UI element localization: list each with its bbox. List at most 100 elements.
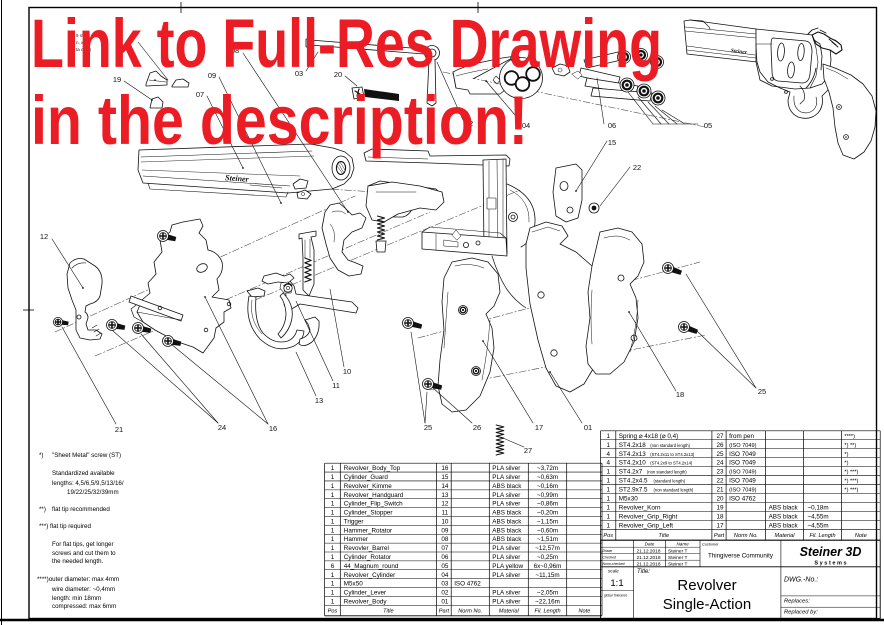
svg-text:**): **) xyxy=(39,506,46,513)
svg-text:1: 1 xyxy=(606,523,610,530)
svg-text:Part: Part xyxy=(439,609,450,615)
svg-text:Steiner T: Steiner T xyxy=(668,548,687,554)
svg-text:ISO 7049: ISO 7049 xyxy=(729,451,756,458)
svg-text:M5x50: M5x50 xyxy=(344,581,363,588)
svg-text:Cylinder_Lever: Cylinder_Lever xyxy=(344,590,386,597)
svg-text:PLA silver: PLA silver xyxy=(492,545,520,552)
svg-text:n, x, 0: n, x, 0 xyxy=(76,40,89,45)
svg-text:PLA silver: PLA silver xyxy=(492,501,520,508)
svg-text:1: 1 xyxy=(331,492,335,499)
svg-text:length: min 18mm: length: min 18mm xyxy=(52,595,101,602)
svg-text:~0,18m: ~0,18m xyxy=(808,505,829,512)
svg-text:1: 1 xyxy=(331,581,335,588)
svg-text:ABS black: ABS black xyxy=(492,510,522,517)
svg-text:25: 25 xyxy=(716,451,724,458)
svg-text:19: 19 xyxy=(716,505,724,512)
svg-text:17: 17 xyxy=(535,423,543,432)
svg-text:25: 25 xyxy=(758,387,766,396)
svg-text:Fil. Length: Fil. Length xyxy=(534,609,560,615)
svg-text:PLA yellow: PLA yellow xyxy=(492,563,523,570)
svg-text:1: 1 xyxy=(331,474,335,481)
svg-text:1: 1 xyxy=(606,442,610,449)
svg-text:~0,86m: ~0,86m xyxy=(537,501,558,508)
svg-text:Title: Title xyxy=(383,609,394,615)
svg-text:ISO 4762: ISO 4762 xyxy=(729,496,756,503)
svg-text:ABS black: ABS black xyxy=(769,523,799,530)
svg-text:Note: Note xyxy=(855,533,867,539)
svg-text:13: 13 xyxy=(315,396,323,405)
svg-text:(standard length): (standard length) xyxy=(654,479,686,484)
svg-text:Standardized available: Standardized available xyxy=(52,470,115,477)
svg-text:DWG.-No.:: DWG.-No.: xyxy=(784,577,818,584)
svg-text:Replaced by:: Replaced by: xyxy=(784,610,818,616)
svg-text:07: 07 xyxy=(196,90,204,99)
svg-text:03: 03 xyxy=(441,581,449,588)
svg-text:(ST4.2x9 to ST4.2x14): (ST4.2x9 to ST4.2x14) xyxy=(650,461,693,466)
svg-text:18: 18 xyxy=(716,514,724,521)
svg-text:1: 1 xyxy=(331,590,335,597)
svg-text:(non standard length): (non standard length) xyxy=(654,488,694,493)
svg-text:***) flat tip required: ***) flat tip required xyxy=(39,523,91,530)
svg-text:1: 1 xyxy=(331,483,335,490)
svg-text:1: 1 xyxy=(331,572,335,579)
svg-text:wire diameter: ~0,4mm: wire diameter: ~0,4mm xyxy=(51,586,115,593)
svg-text:~0,25m: ~0,25m xyxy=(537,554,558,561)
svg-text:02: 02 xyxy=(465,119,473,128)
svg-text:~0,16m: ~0,16m xyxy=(537,483,558,490)
svg-text:01: 01 xyxy=(584,423,592,432)
svg-text:18: 18 xyxy=(676,390,684,399)
svg-text:~3,72m: ~3,72m xyxy=(537,465,558,472)
svg-text:*): *) xyxy=(39,452,43,459)
svg-text:Single-Action: Single-Action xyxy=(663,596,751,613)
svg-text:Norm No.: Norm No. xyxy=(734,533,758,539)
svg-text:(ST4.2x11 to ST4.2x13): (ST4.2x11 to ST4.2x13) xyxy=(650,452,695,457)
svg-text:ST4.2x18: ST4.2x18 xyxy=(619,442,646,449)
svg-text:20: 20 xyxy=(716,496,724,503)
svg-text:~1,15m: ~1,15m xyxy=(537,519,558,526)
svg-text:****)outer diameter: max 4mm: ****)outer diameter: max 4mm xyxy=(37,576,119,583)
svg-text:lengths: 4,5/6,5/9,5/13/16/: lengths: 4,5/6,5/9,5/13/16/ xyxy=(52,480,124,487)
svg-text:Norm-checked: Norm-checked xyxy=(603,562,625,566)
svg-text:Part: Part xyxy=(714,533,725,539)
svg-text:11: 11 xyxy=(332,381,340,390)
svg-text:1: 1 xyxy=(606,514,610,521)
svg-text:ABS black: ABS black xyxy=(769,505,799,512)
svg-text:ABS black: ABS black xyxy=(769,514,799,521)
svg-text:~0,20m: ~0,20m xyxy=(537,510,558,517)
svg-text:1: 1 xyxy=(331,554,335,561)
svg-text:ST2.9x7.5: ST2.9x7.5 xyxy=(619,487,648,494)
svg-text:Revolver_Kimme: Revolver_Kimme xyxy=(344,483,392,490)
svg-text:05: 05 xyxy=(441,563,449,570)
svg-text:03: 03 xyxy=(295,69,303,78)
svg-text:21.12.2018: 21.12.2018 xyxy=(637,561,661,567)
svg-text:1: 1 xyxy=(606,433,610,440)
svg-text:16: 16 xyxy=(269,424,277,433)
svg-text:02: 02 xyxy=(441,590,449,597)
svg-text:9 sf 9): 9 sf 9) xyxy=(76,33,89,38)
svg-text:1: 1 xyxy=(606,469,610,476)
svg-text:For flat tips, get longer: For flat tips, get longer xyxy=(52,541,114,548)
svg-text:1: 1 xyxy=(331,598,335,605)
svg-text:Steiner 3D: Steiner 3D xyxy=(800,545,862,559)
svg-text:Pos: Pos xyxy=(603,533,613,539)
svg-text:09: 09 xyxy=(208,71,216,80)
svg-text:Customer: Customer xyxy=(702,542,719,546)
svg-text:6x~0,96m: 6x~0,96m xyxy=(534,563,562,570)
svg-text:Drawn: Drawn xyxy=(603,549,613,553)
svg-text:*) **): *) **) xyxy=(844,443,856,449)
svg-text:Revolver_Body: Revolver_Body xyxy=(344,598,388,605)
svg-text:12: 12 xyxy=(40,232,48,241)
svg-text:13: 13 xyxy=(441,492,449,499)
svg-text:07: 07 xyxy=(441,545,449,552)
svg-text:ST4.2x7: ST4.2x7 xyxy=(619,469,643,476)
svg-text:~12,57m: ~12,57m xyxy=(535,545,560,552)
svg-text:Revolver: Revolver xyxy=(677,577,736,594)
svg-text:06: 06 xyxy=(441,554,449,561)
svg-text:Norm No.: Norm No. xyxy=(458,609,482,615)
svg-text:21: 21 xyxy=(716,487,724,494)
svg-text:ST4.2x10: ST4.2x10 xyxy=(619,460,646,467)
svg-text:1: 1 xyxy=(331,501,335,508)
svg-text:in the description!: in the description! xyxy=(31,82,528,159)
svg-text:25: 25 xyxy=(424,423,432,432)
svg-text:S y s t e m s: S y s t e m s xyxy=(814,561,846,567)
